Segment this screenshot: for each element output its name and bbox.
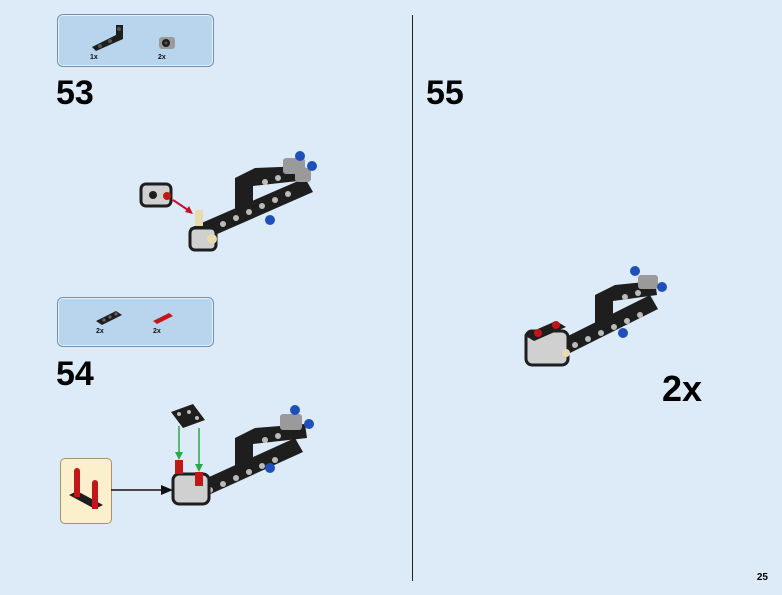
beam-part-icon	[96, 311, 122, 325]
page-number: 25	[756, 572, 768, 583]
red-axle-part-icon	[153, 313, 173, 324]
step-number: 54	[56, 355, 94, 393]
step-53-assembly-illustration	[139, 151, 317, 252]
step-number: 55	[426, 74, 464, 112]
step-54-assembly-illustration	[171, 404, 314, 506]
part-qty: 2x	[96, 328, 104, 335]
step-55-assembly-illustration	[524, 266, 667, 367]
sub-assembly-icon	[69, 468, 103, 509]
lbeam-part-icon	[92, 25, 123, 51]
part-qty: 2x	[153, 328, 161, 335]
parts-list-step-53: 1x 2x	[57, 14, 214, 67]
quantity-multiplier: 2x	[662, 368, 703, 409]
page-divider	[412, 15, 413, 581]
parts-list-step-54: 2x 2x	[57, 297, 214, 347]
connector-part-icon	[159, 37, 175, 49]
part-qty: 1x	[90, 54, 98, 61]
part-qty: 2x	[158, 54, 166, 61]
callout-arrow	[111, 485, 173, 495]
step-number: 53	[56, 74, 94, 112]
sub-assembly-callout	[60, 458, 112, 524]
